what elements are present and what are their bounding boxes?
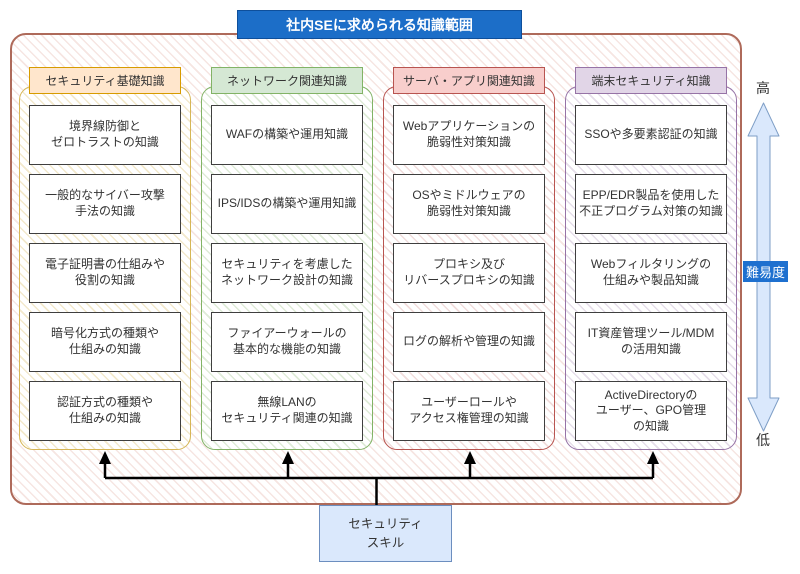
knowledge-box: 暗号化方式の種類や 仕組みの知識	[29, 312, 181, 372]
difficulty-high-label: 高	[756, 80, 770, 96]
knowledge-box: ログの解析や管理の知識	[393, 312, 545, 372]
knowledge-box: WAFの構築や運用知識	[211, 105, 363, 165]
knowledge-box: セキュリティを考慮した ネットワーク設計の知識	[211, 243, 363, 303]
knowledge-box: SSOや多要素認証の知識	[575, 105, 727, 165]
column-panel-endpoint: SSOや多要素認証の知識 EPP/EDR製品を使用した 不正プログラム対策の知識…	[565, 86, 737, 450]
diagram-title: 社内SEに求められる知識範囲	[237, 10, 522, 39]
column-panel-security-basics: 境界線防御と ゼロトラストの知識 一般的なサイバー攻撃 手法の知識 電子証明書の…	[19, 86, 191, 450]
knowledge-box: ユーザーロールや アクセス権管理の知識	[393, 381, 545, 441]
column-header-network: ネットワーク関連知識	[211, 67, 363, 94]
knowledge-box: Webフィルタリングの 仕組みや製品知識	[575, 243, 727, 303]
column-header-security-basics: セキュリティ基礎知識	[29, 67, 181, 94]
knowledge-box: 電子証明書の仕組みや 役割の知識	[29, 243, 181, 303]
knowledge-box: IPS/IDSの構築や運用知識	[211, 174, 363, 234]
difficulty-low-label: 低	[756, 432, 770, 448]
column-header-server-app: サーバ・アプリ関連知識	[393, 67, 545, 94]
knowledge-box: プロキシ及び リバースプロキシの知識	[393, 243, 545, 303]
knowledge-box: ActiveDirectoryの ユーザー、GPO管理 の知識	[575, 381, 727, 441]
knowledge-box: EPP/EDR製品を使用した 不正プログラム対策の知識	[575, 174, 727, 234]
knowledge-box: 認証方式の種類や 仕組みの知識	[29, 381, 181, 441]
knowledge-box: ファイアーウォールの 基本的な機能の知識	[211, 312, 363, 372]
difficulty-label: 難易度	[743, 261, 789, 282]
knowledge-box: OSやミドルウェアの 脆弱性対策知識	[393, 174, 545, 234]
knowledge-box: IT資産管理ツール/MDM の活用知識	[575, 312, 727, 372]
knowledge-box: Webアプリケーションの 脆弱性対策知識	[393, 105, 545, 165]
knowledge-box: 一般的なサイバー攻撃 手法の知識	[29, 174, 181, 234]
security-skill-box: セキュリティ スキル	[319, 505, 452, 562]
column-panel-server-app: Webアプリケーションの 脆弱性対策知識 OSやミドルウェアの 脆弱性対策知識 …	[383, 86, 555, 450]
knowledge-box: 境界線防御と ゼロトラストの知識	[29, 105, 181, 165]
column-panel-network: WAFの構築や運用知識 IPS/IDSの構築や運用知識 セキュリティを考慮した …	[201, 86, 373, 450]
knowledge-box: 無線LANの セキュリティ関連の知識	[211, 381, 363, 441]
column-header-endpoint: 端末セキュリティ知識	[575, 67, 727, 94]
